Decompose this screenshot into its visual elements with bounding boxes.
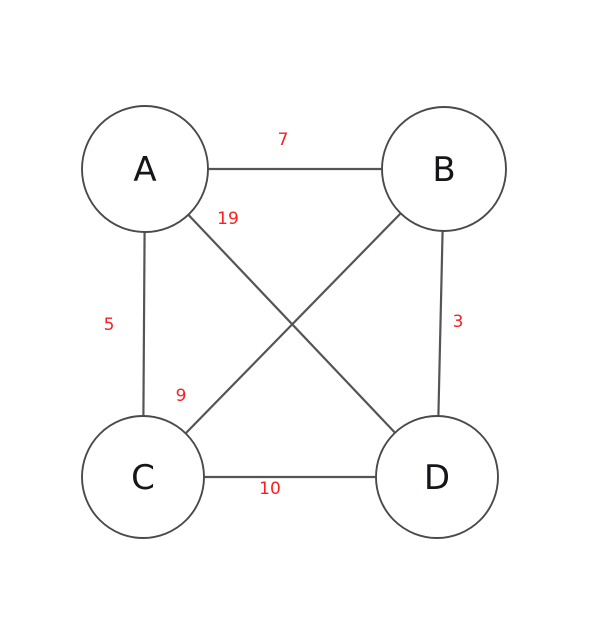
node-c-circle (81, 415, 205, 539)
edge-weight-b-d: 3 (453, 312, 464, 332)
node-c[interactable]: C (81, 415, 205, 539)
node-a-circle (81, 105, 209, 233)
edge-b-d[interactable] (437, 230, 444, 417)
edge-weight-a-c: 5 (104, 315, 115, 335)
node-a-label: A (133, 150, 156, 190)
edge-weight-a-d: 19 (217, 209, 239, 229)
node-b[interactable]: B (381, 106, 507, 232)
node-layer: A B C D (81, 105, 507, 539)
node-a[interactable]: A (81, 105, 209, 233)
edge-a-c[interactable] (142, 231, 146, 417)
edge-weight-layer: 7 5 19 3 9 10 (104, 130, 464, 499)
node-b-circle (381, 106, 507, 232)
edge-layer (142, 167, 444, 479)
node-d[interactable]: D (375, 415, 499, 539)
node-d-circle (375, 415, 499, 539)
edge-weight-a-b: 7 (278, 130, 289, 150)
edge-c-b[interactable] (184, 212, 402, 435)
node-b-label: B (432, 150, 455, 190)
edge-weight-c-d: 10 (259, 479, 281, 499)
node-c-label: C (131, 458, 155, 498)
node-d-label: D (424, 458, 450, 498)
edge-weight-c-b: 9 (176, 386, 187, 406)
